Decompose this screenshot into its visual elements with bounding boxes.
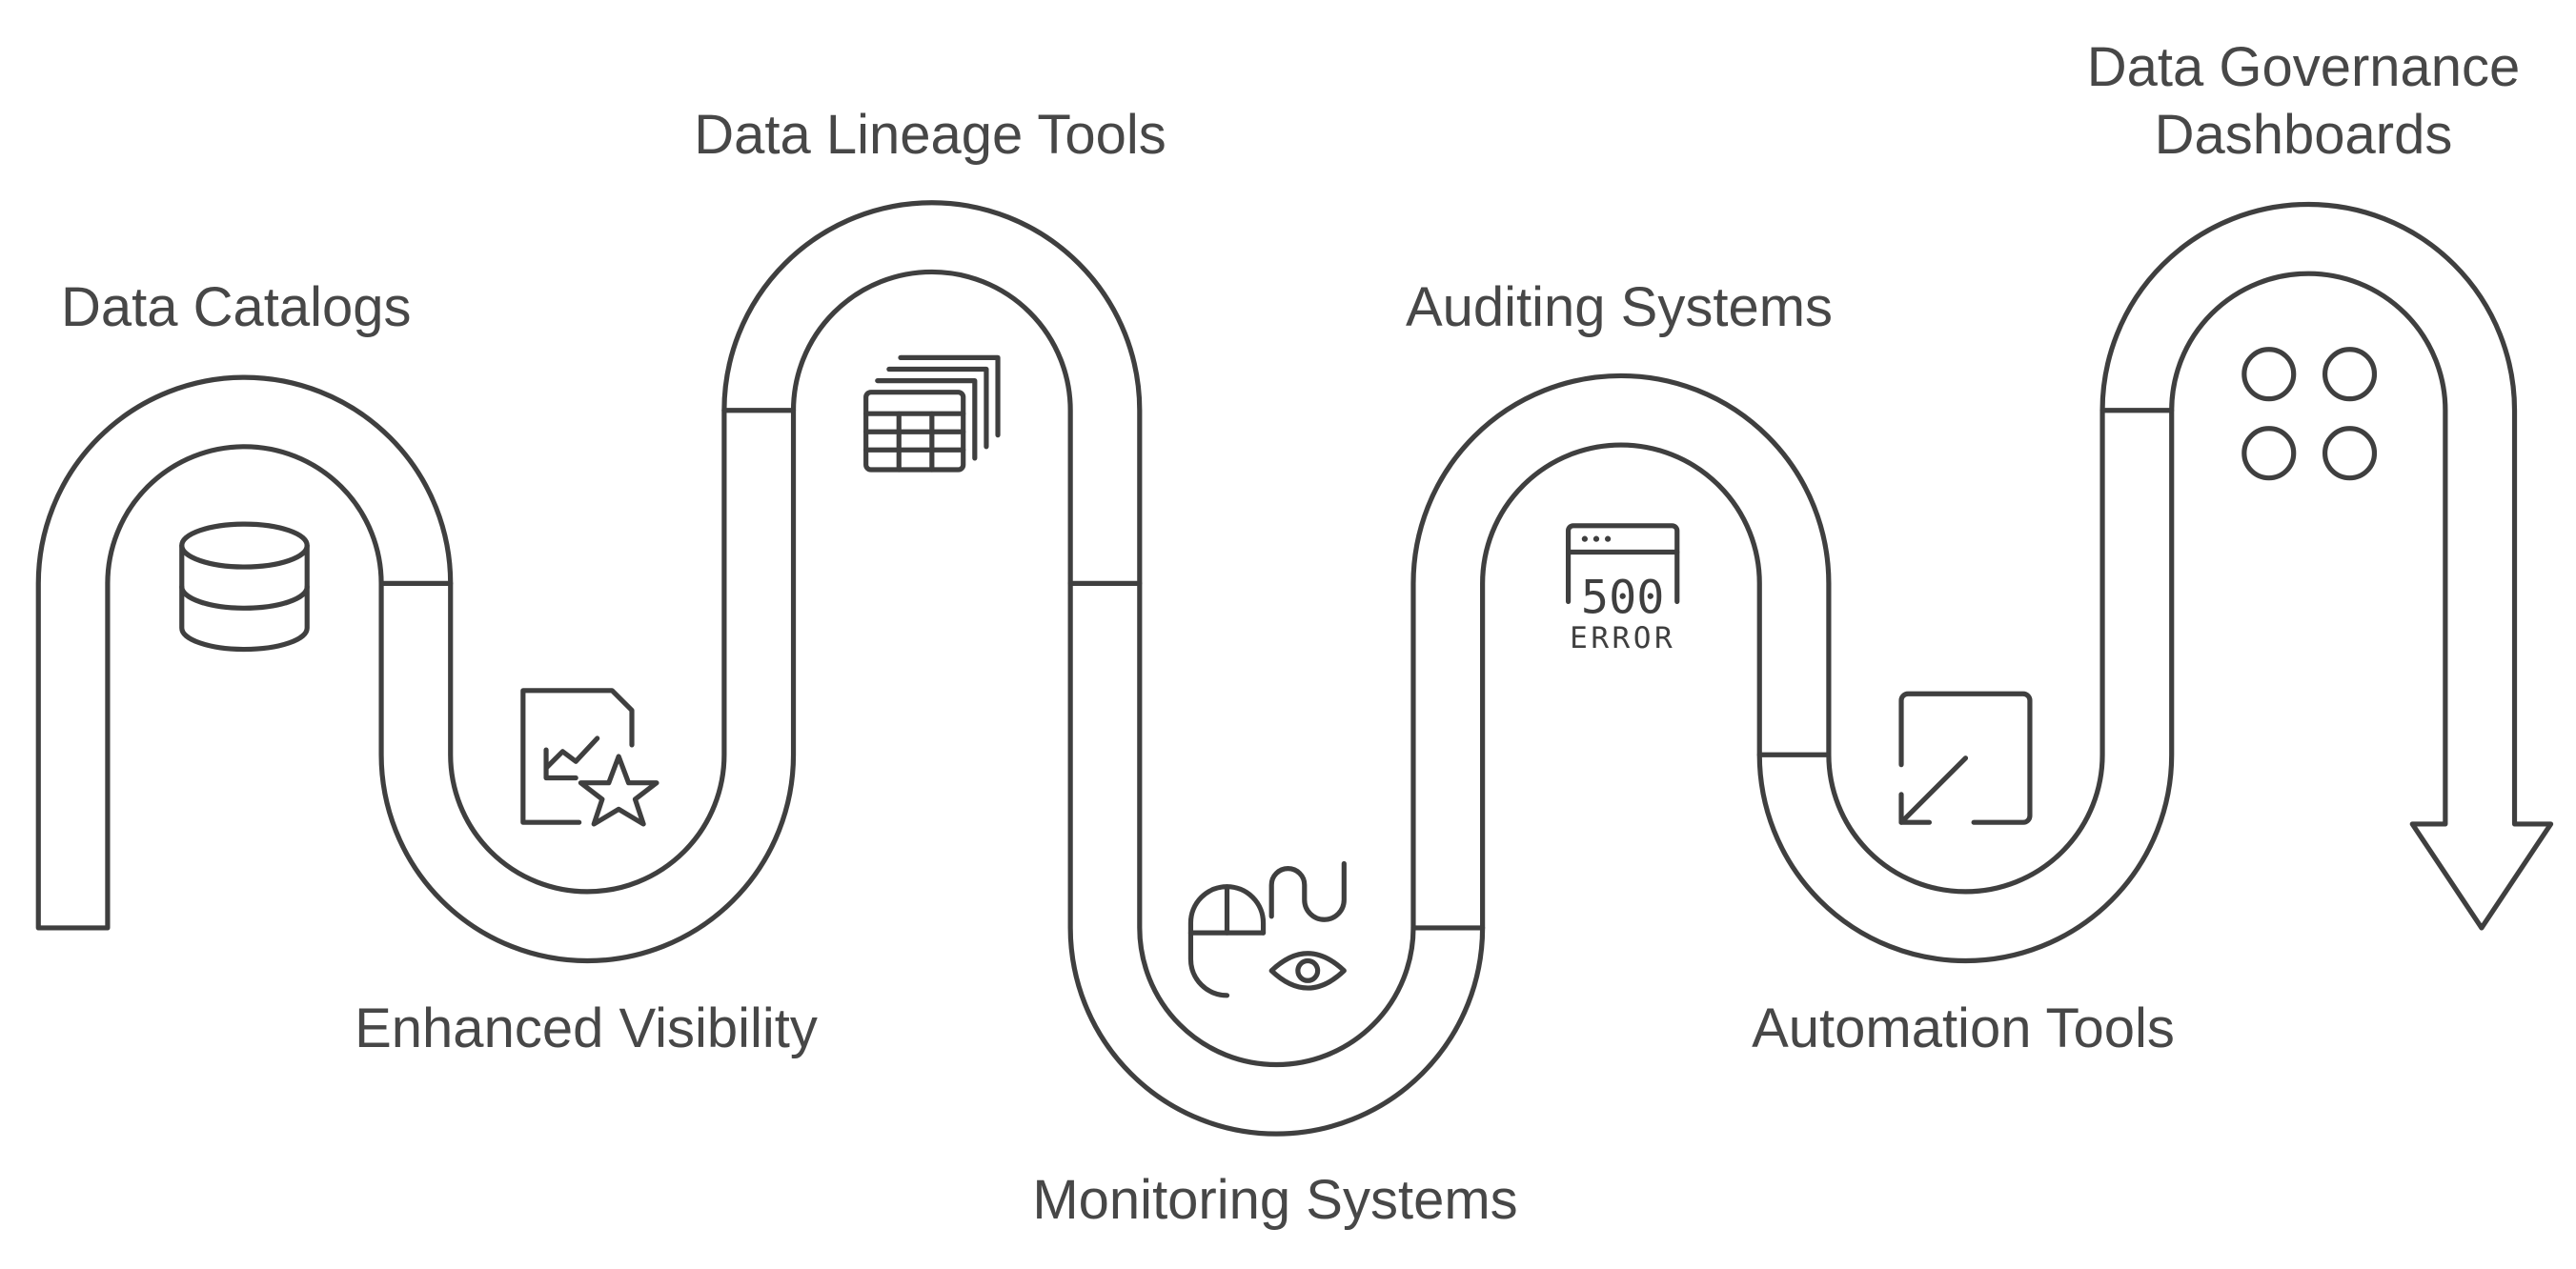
mouse-eye-icon bbox=[1187, 860, 1347, 998]
label-auditing-systems: Auditing Systems bbox=[1405, 276, 1834, 338]
label-data-governance-line2: Dashboards bbox=[2154, 104, 2453, 166]
label-monitoring-systems: Monitoring Systems bbox=[1032, 1169, 1518, 1231]
four-circles-grid-icon bbox=[2241, 347, 2378, 481]
database-icon bbox=[179, 521, 310, 653]
label-data-lineage-tools: Data Lineage Tools bbox=[694, 104, 1166, 166]
error-500-window-icon: 500 ERROR bbox=[1565, 523, 1680, 655]
collapse-arrow-icon bbox=[1898, 691, 2033, 825]
label-data-governance-line1: Data Governance bbox=[2086, 36, 2521, 98]
label-data-catalogs: Data Catalogs bbox=[61, 276, 412, 338]
stacked-tables-icon bbox=[863, 354, 1001, 473]
chart-star-document-icon bbox=[520, 688, 659, 827]
path-outer-boundary bbox=[35, 200, 2554, 1137]
label-automation-tools: Automation Tools bbox=[1752, 997, 2175, 1059]
error-word-text: ERROR bbox=[1570, 621, 1675, 655]
label-enhanced-visibility: Enhanced Visibility bbox=[355, 997, 818, 1059]
error-code-text: 500 bbox=[1581, 572, 1664, 625]
